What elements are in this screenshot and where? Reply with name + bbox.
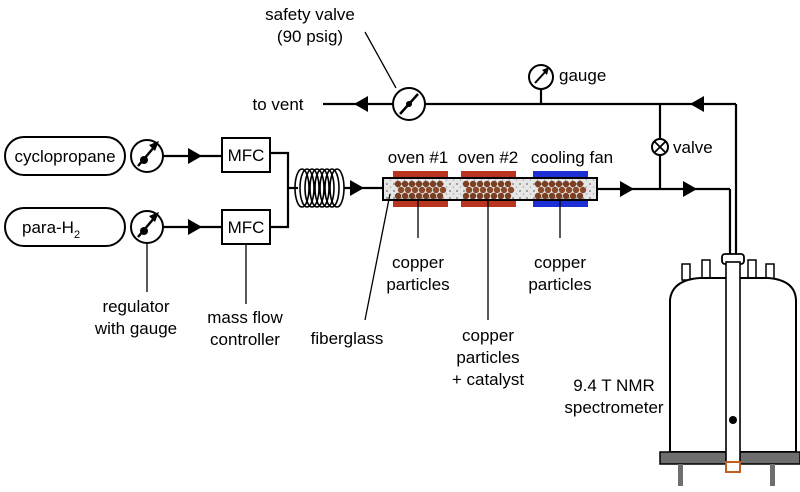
coil-icon: [294, 168, 345, 208]
cooling-fan-top: [533, 171, 588, 177]
para-h2-cylinder: para-H2: [4, 207, 126, 247]
nmr-label-1: 9.4 T NMR: [573, 376, 655, 395]
safety-valve-icon: [392, 87, 426, 121]
copper-bed-2: [462, 180, 515, 200]
nmr-label-2: spectrometer: [564, 398, 664, 417]
arrow-icon: [350, 180, 364, 196]
arrow-icon: [354, 96, 368, 112]
copper-catalyst-label-2: particles: [456, 348, 519, 367]
copper-catalyst-label-3: + catalyst: [452, 370, 525, 389]
arrow-icon: [188, 148, 202, 164]
svg-text:MFC: MFC: [228, 218, 265, 237]
copper-left-label-2: particles: [386, 275, 449, 294]
arrow-icon: [683, 181, 697, 197]
arrow-icon: [620, 181, 634, 197]
arrow-icon: [690, 96, 704, 112]
mass-flow-label-2: controller: [210, 330, 280, 349]
regulator-label-1: regulator: [102, 297, 169, 316]
mass-flow-label-1: mass flow: [207, 308, 283, 327]
para-h2-label: para-H2: [22, 218, 80, 241]
copper-catalyst-label-1: copper: [462, 326, 514, 345]
arrow-icon: [188, 219, 202, 235]
copper-right-label-1: copper: [534, 253, 586, 272]
oven-1-label: oven #1: [388, 148, 449, 167]
svg-text:MFC: MFC: [228, 146, 265, 165]
oven-1-top: [393, 171, 448, 177]
fiberglass-label: fiberglass: [311, 329, 384, 348]
regulator-label-2: with gauge: [94, 319, 177, 338]
gauge-label: gauge: [559, 66, 606, 85]
gauge-icon: [528, 64, 554, 90]
reactor-tube: [382, 177, 598, 201]
cyclopropane-cylinder: cyclopropane: [4, 136, 126, 176]
valve-label: valve: [673, 138, 713, 157]
oven-1-bottom: [393, 201, 448, 207]
cyclopropane-label: cyclopropane: [14, 147, 115, 166]
to-vent-label: to vent: [252, 95, 303, 114]
cooling-fan-label: cooling fan: [531, 148, 613, 167]
copper-bed-1: [394, 180, 447, 200]
valve-icon: [651, 138, 669, 156]
regulator-icon: [130, 139, 164, 173]
safety-valve-label-1: safety valve: [265, 5, 355, 24]
oven-2-top: [461, 171, 516, 177]
mfc-bottom: MFC: [221, 209, 271, 245]
copper-right-label-2: particles: [528, 275, 591, 294]
regulator-icon: [130, 210, 164, 244]
copper-left-label-1: copper: [392, 253, 444, 272]
safety-valve-label-2: (90 psig): [277, 27, 343, 46]
oven-2-label: oven #2: [458, 148, 519, 167]
mfc-top: MFC: [221, 137, 271, 173]
nmr-magnet-icon: [659, 253, 800, 486]
copper-bed-3: [534, 180, 587, 200]
